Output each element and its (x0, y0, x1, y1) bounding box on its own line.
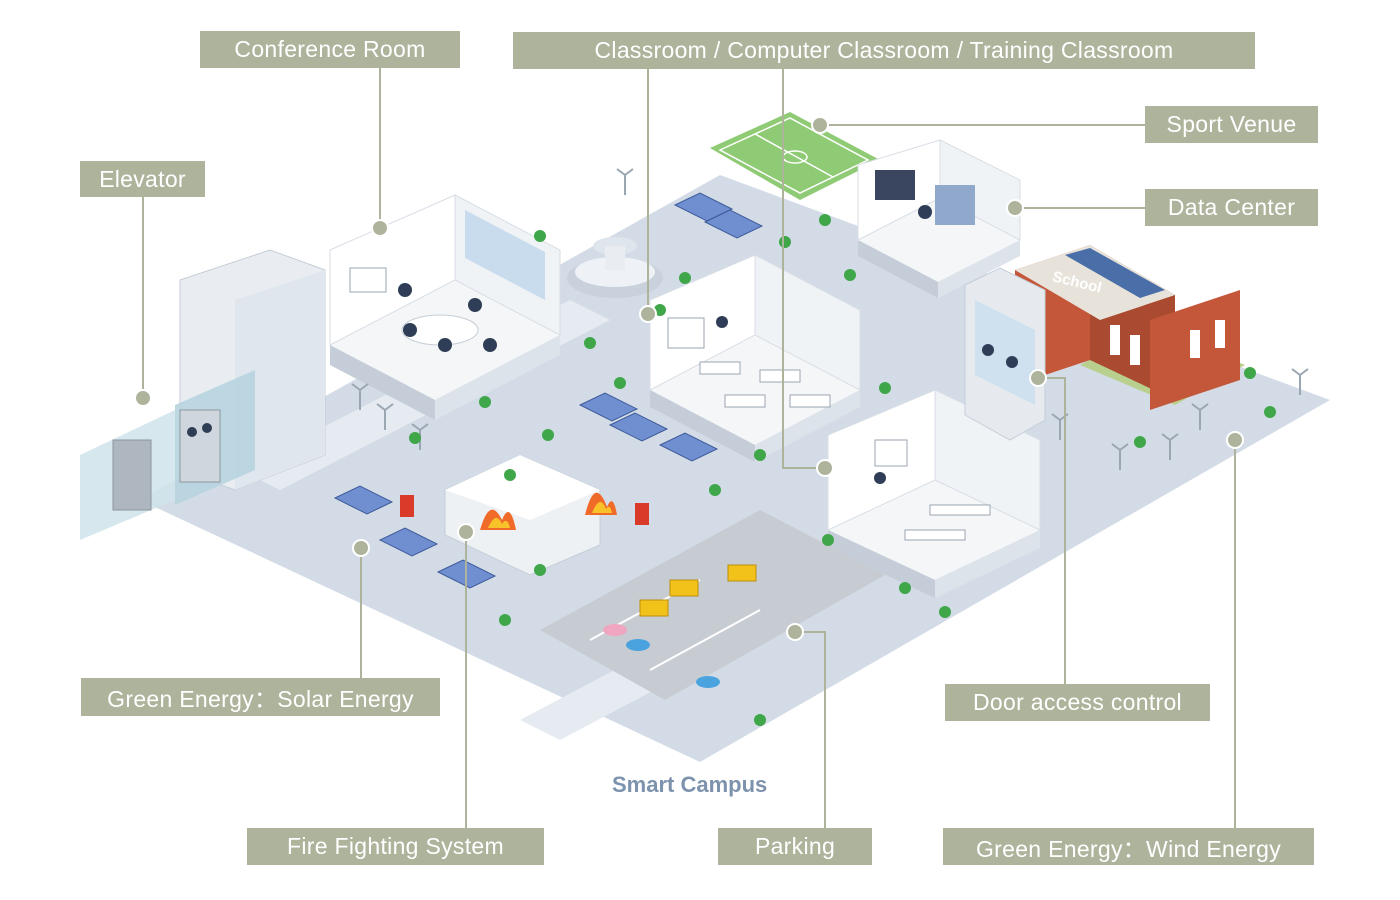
conference-room (329, 194, 561, 420)
label-fire-fighting: Fire Fighting System (247, 828, 544, 865)
connector-classroom-right (782, 68, 825, 469)
dot-fire-fighting (457, 523, 475, 541)
label-elevator: Elevator (80, 161, 205, 197)
elevator-tower (80, 249, 326, 540)
door-access-booth (964, 267, 1046, 441)
classroom (649, 254, 861, 462)
label-parking: Parking (718, 828, 872, 865)
dot-data-center (1006, 199, 1024, 217)
connector-parking (795, 631, 826, 828)
parking-lot (540, 510, 885, 700)
label-sport-venue: Sport Venue (1145, 106, 1318, 143)
dot-door-access (1029, 369, 1047, 387)
computer-classroom (827, 389, 1041, 598)
label-conference-room: Conference Room (200, 31, 460, 68)
dot-parking (786, 623, 804, 641)
fire-building (400, 454, 649, 576)
dot-wind-energy (1226, 431, 1244, 449)
dot-conference-room (371, 219, 389, 237)
label-solar-energy: Green Energy：Solar Energy (81, 678, 440, 716)
label-data-center: Data Center (1145, 189, 1318, 226)
connector-lines (142, 68, 1236, 828)
dot-classroom-left (639, 305, 657, 323)
label-classroom: Classroom / Computer Classroom / Trainin… (513, 32, 1255, 69)
wind-turbines (351, 168, 1309, 470)
campus-title: Smart Campus (612, 772, 768, 797)
fountain (567, 237, 663, 298)
dot-elevator (134, 389, 152, 407)
data-center (857, 139, 1021, 298)
sport-field (710, 112, 880, 200)
dot-classroom-right (816, 459, 834, 477)
dot-solar-energy (352, 539, 370, 557)
trees (409, 214, 1276, 726)
label-door-access: Door access control (945, 684, 1210, 721)
label-wind-energy: Green Energy：Wind Energy (943, 828, 1314, 865)
dot-sport-venue (811, 116, 829, 134)
connector-dots (134, 116, 1244, 641)
